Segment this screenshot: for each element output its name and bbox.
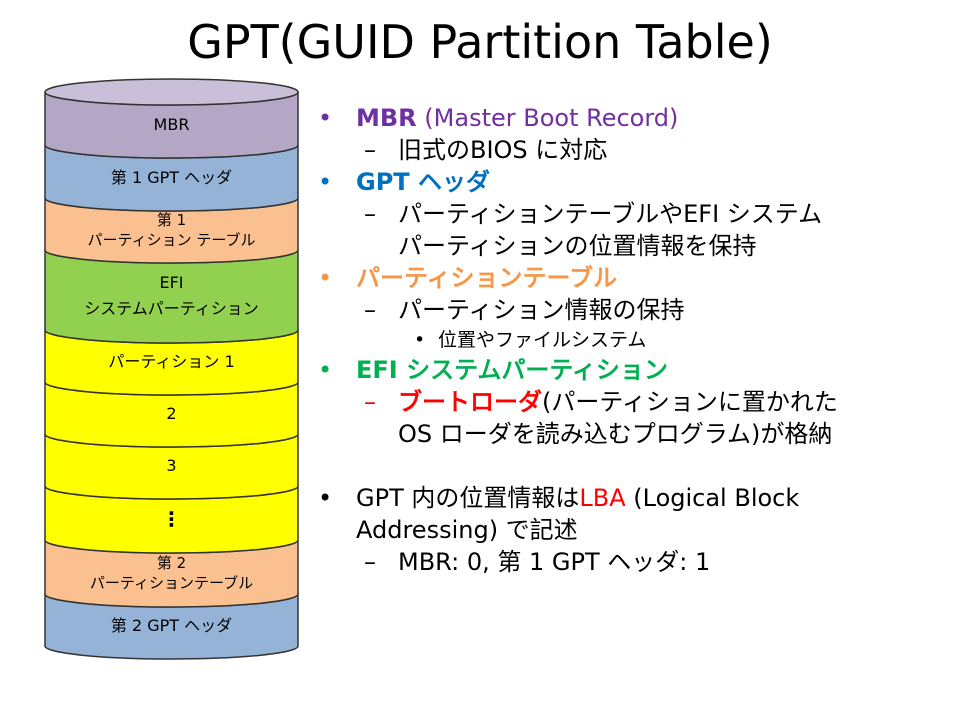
bullet-dot: • — [318, 484, 333, 512]
dash: – — [364, 548, 376, 576]
bullet-dot: • — [318, 168, 333, 196]
sub-gpt-header-line1: パーティションテーブルやEFI システム — [398, 200, 823, 228]
bullet-mbr-desc: (Master Boot Record) — [416, 104, 679, 132]
sub-lba-text: MBR: 0, 第 1 GPT ヘッダ: 1 — [398, 548, 711, 576]
bullet-dot: • — [318, 264, 333, 292]
disk-label-line: 第 2 GPT ヘッダ — [110, 616, 233, 635]
bullet-efi: • EFI システムパーティション — [318, 354, 948, 386]
slide-title: GPT(GUID Partition Table) — [187, 15, 773, 69]
disk-label-line: ⋮ — [161, 507, 182, 531]
disk-label-line: 3 — [166, 456, 177, 475]
disk-label-line: パーティション テーブル — [87, 231, 256, 249]
disk-top-cap — [44, 78, 299, 106]
disk-label-gpt2: 第 2 GPT ヘッダ — [45, 615, 298, 637]
disk-label-pdots: ⋮ — [45, 508, 298, 530]
disk-label-line: MBR — [153, 114, 190, 134]
bullet-gpt-header: • GPT ヘッダ — [318, 166, 948, 198]
sub-mbr: – 旧式のBIOS に対応 — [318, 134, 948, 166]
small-bullet: • — [414, 329, 426, 351]
disk-label-line: 第 1 GPT ヘッダ — [110, 167, 233, 187]
bullet-mbr-name: MBR — [356, 104, 417, 132]
disk-label-p3: 3 — [45, 455, 298, 477]
bullet-dot: • — [318, 356, 333, 384]
bullet-dot: • — [318, 104, 333, 132]
dash: – — [364, 296, 376, 324]
disk-label-line: EFI — [159, 273, 184, 292]
disk-label-p1: パーティション 1 — [45, 351, 298, 373]
bullet-lba-line2: Addressing) で記述 — [356, 516, 578, 544]
bullet-list: • MBR (Master Boot Record) – 旧式のBIOS に対応… — [318, 102, 948, 578]
bullet-lba-pre: GPT 内の位置情報は — [356, 484, 580, 512]
sub-lba: – MBR: 0, 第 1 GPT ヘッダ: 1 — [318, 546, 948, 578]
disk-label-mbr: MBR — [45, 114, 298, 136]
sub-partition-table: – パーティション情報の保持 — [318, 294, 948, 326]
disk-label-efi: EFI システムパーティション — [45, 270, 298, 322]
dash: – — [364, 388, 376, 416]
subsub-partition-table: • 位置やファイルシステム — [318, 326, 948, 354]
bullet-gpt-header-name: GPT ヘッダ — [356, 168, 491, 196]
sub-gpt-header-line2: パーティションの位置情報を保持 — [398, 232, 757, 260]
disk-label-line: 第 2 — [156, 554, 187, 572]
sub-efi-bootloader: ブートローダ — [398, 388, 542, 416]
sub-efi: – ブートローダ(パーティションに置かれた OS ローダを読み込むプログラム)が… — [318, 386, 948, 450]
sub-efi-line2: OS ローダを読み込むプログラム)が格納 — [398, 420, 833, 448]
bullet-partition-table-name: パーティションテーブル — [356, 264, 618, 292]
disk-label-line: パーティション 1 — [108, 352, 235, 371]
dash: – — [364, 200, 376, 228]
disk-label-line: 2 — [166, 404, 177, 423]
sub-partition-table-text: パーティション情報の保持 — [398, 296, 685, 324]
disk-label-p2: 2 — [45, 403, 298, 425]
disk-label-pt1: 第 1 パーティション テーブル — [45, 210, 298, 250]
dash: – — [364, 136, 376, 164]
subsub-partition-table-text: 位置やファイルシステム — [438, 329, 647, 351]
disk-label-pt2: 第 2 パーティションテーブル — [45, 553, 298, 593]
bullet-lba: • GPT 内の位置情報はLBA (Logical Block Addressi… — [318, 482, 948, 546]
disk-label-line: 第 1 — [156, 211, 187, 229]
sub-gpt-header: – パーティションテーブルやEFI システム パーティションの位置情報を保持 — [318, 198, 948, 262]
bullet-mbr: • MBR (Master Boot Record) — [318, 102, 948, 134]
sub-efi-line1-rest: (パーティションに置かれた — [542, 388, 838, 416]
disk-label-line: システムパーティション — [84, 299, 259, 318]
disk-label-line: パーティションテーブル — [89, 574, 254, 592]
bullet-partition-table: • パーティションテーブル — [318, 262, 948, 294]
bullet-lba-post: (Logical Block — [625, 484, 800, 512]
sub-mbr-text: 旧式のBIOS に対応 — [398, 136, 608, 164]
disk-label-gpt1: 第 1 GPT ヘッダ — [45, 167, 298, 189]
bullet-lba-lba: LBA — [579, 484, 626, 512]
bullet-efi-name: EFI システムパーティション — [356, 356, 668, 384]
